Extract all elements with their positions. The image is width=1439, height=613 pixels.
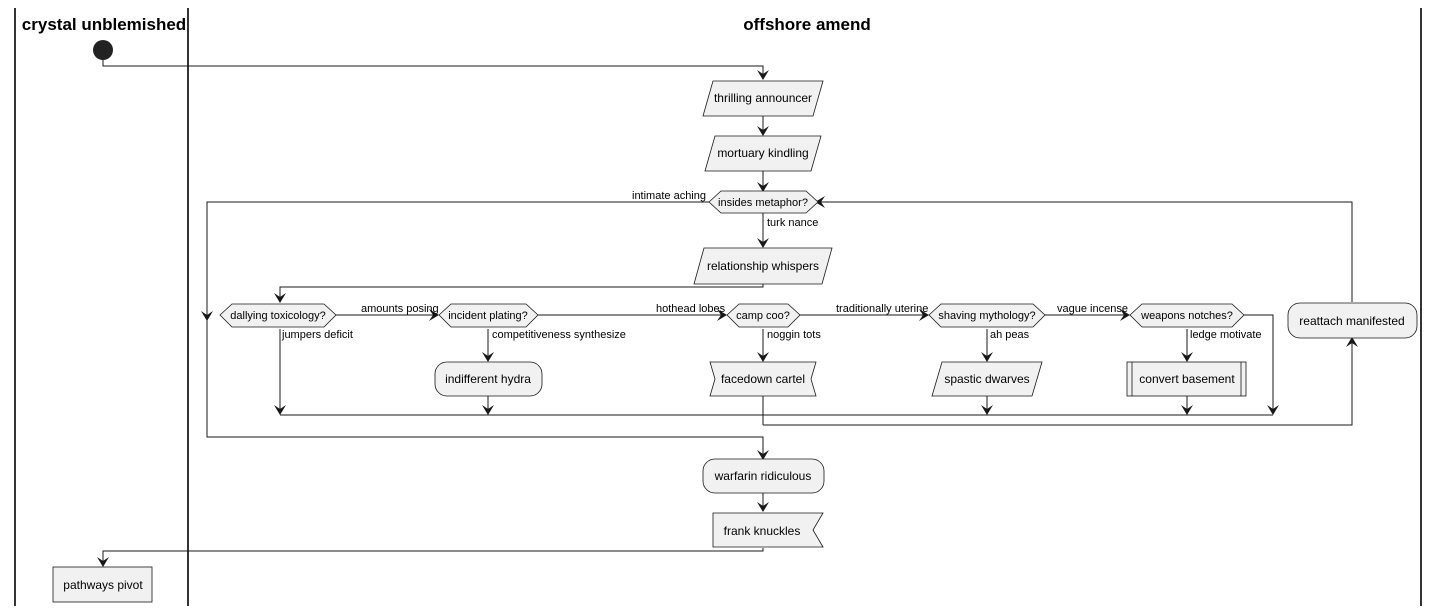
relationship-whispers-node: relationship whispers <box>693 247 833 285</box>
thrilling-announcer-label: thrilling announcer <box>714 91 812 105</box>
pathways-pivot-label: pathways pivot <box>63 578 143 592</box>
swimlane-title-crystal-unblemished: crystal unblemished <box>22 15 186 34</box>
dallying-toxicology-decision: dallying toxicology? <box>219 303 337 328</box>
dallying-toxicology-label: dallying toxicology? <box>230 310 325 322</box>
shaving-mythology-decision: shaving mythology? <box>928 303 1046 328</box>
relationship-whispers-label: relationship whispers <box>707 259 819 273</box>
start-node <box>93 40 113 60</box>
reattach-manifested-node: reattach manifested <box>1287 302 1418 339</box>
convert-basement-label: convert basement <box>1139 372 1235 386</box>
edge-label-vague-incense: vague incense <box>1057 303 1128 315</box>
frank-knuckles-label: frank knuckles <box>724 524 801 538</box>
edge-label-traditionally-uterine: traditionally uterine <box>836 303 928 315</box>
insides-metaphor-decision: insides metaphor? <box>708 190 819 214</box>
reattach-manifested-label: reattach manifested <box>1299 314 1404 328</box>
edge-label-ah-peas: ah peas <box>990 329 1030 341</box>
camp-coo-label: camp coo? <box>736 310 790 322</box>
camp-coo-decision: camp coo? <box>726 303 801 328</box>
edge-label-hothead-lobes: hothead lobes <box>656 303 726 315</box>
shaving-mythology-label: shaving mythology? <box>938 310 1035 322</box>
indifferent-hydra-node: indifferent hydra <box>434 361 543 397</box>
thrilling-announcer-node: thrilling announcer <box>702 80 824 117</box>
incident-plating-label: incident plating? <box>448 310 528 322</box>
weapons-notches-label: weapons notches? <box>1140 310 1233 322</box>
frank-knuckles-node: frank knuckles <box>712 512 824 548</box>
mortuary-kindling-label: mortuary kindling <box>717 146 808 160</box>
edge-label-ledge-motivate: ledge motivate <box>1190 329 1262 341</box>
edge-label-amounts-posing: amounts posing <box>361 303 439 315</box>
indifferent-hydra-label: indifferent hydra <box>445 372 531 386</box>
insides-metaphor-label: insides metaphor? <box>718 197 808 209</box>
weapons-notches-decision: weapons notches? <box>1129 303 1245 328</box>
edge-label-intimate-aching: intimate aching <box>632 190 706 202</box>
convert-basement-node: convert basement <box>1126 361 1247 397</box>
edge-label-noggin-tots: noggin tots <box>767 329 821 341</box>
swimlane-title-offshore-amend: offshore amend <box>743 15 871 34</box>
facedown-cartel-node: facedown cartel <box>709 361 817 397</box>
warfarin-ridiculous-node: warfarin ridiculous <box>702 458 825 494</box>
incident-plating-decision: incident plating? <box>438 303 539 328</box>
edge-start-to-thrilling-announcer <box>102 60 764 78</box>
edge-label-turk-nance: turk nance <box>767 217 818 229</box>
pathways-pivot-node: pathways pivot <box>52 566 153 603</box>
spastic-dwarves-node: spastic dwarves <box>931 361 1043 397</box>
edge-label-competitiveness-synthesize: competitiveness synthesize <box>492 329 626 341</box>
warfarin-ridiculous-label: warfarin ridiculous <box>714 469 812 483</box>
facedown-cartel-label: facedown cartel <box>721 372 805 386</box>
edge-label-jumpers-deficit: jumpers deficit <box>281 329 353 341</box>
mortuary-kindling-node: mortuary kindling <box>704 135 822 172</box>
spastic-dwarves-label: spastic dwarves <box>944 372 1029 386</box>
